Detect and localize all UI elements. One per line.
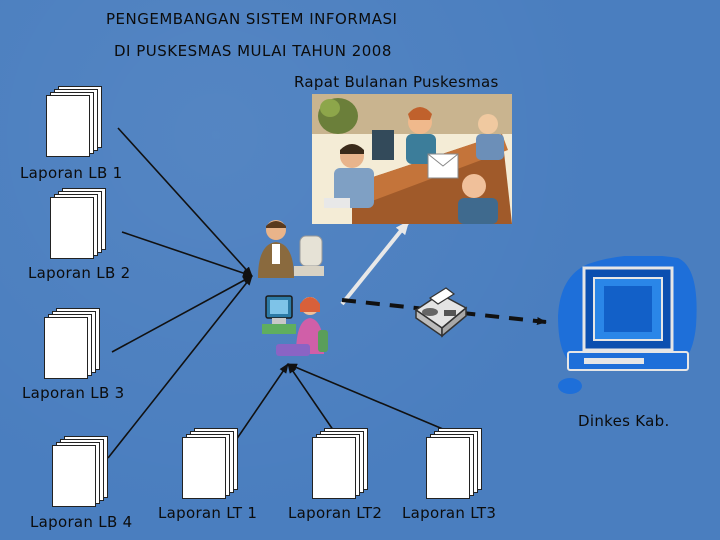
document-stack-icon — [182, 428, 240, 502]
document-stack-icon — [52, 436, 110, 510]
arrow-lt3 — [287, 363, 451, 433]
arrow-to-meeting — [340, 220, 410, 306]
document-stack-icon — [426, 428, 484, 502]
arrow-lt2 — [287, 363, 341, 441]
arrow-lb1 — [117, 127, 253, 277]
title-line-2: DI PUSKESMAS MULAI TAHUN 2008 — [114, 42, 392, 60]
computer-icon — [558, 256, 697, 394]
report-lt-1-label: Laporan LT 1 — [158, 504, 258, 522]
report-lb-2-label: Laporan LB 2 — [28, 264, 131, 282]
arrow-lb2 — [121, 231, 253, 277]
report-lt-3-label: Laporan LT3 — [402, 504, 497, 522]
fax-machine-icon — [414, 287, 468, 338]
document-stack-icon — [46, 86, 104, 160]
document-stack-icon — [50, 188, 108, 262]
destination-label: Dinkes Kab. — [578, 412, 670, 430]
report-lb-1-label: Laporan LB 1 — [20, 164, 123, 182]
report-lt-2-label: Laporan LT2 — [288, 504, 383, 522]
meeting-photo — [312, 94, 512, 224]
arrow-lt1 — [235, 363, 289, 441]
document-stack-icon — [44, 308, 102, 382]
document-stack-icon — [312, 428, 370, 502]
arrow-lb4 — [107, 275, 253, 459]
staff-man-icon — [258, 220, 324, 278]
meeting-label: Rapat Bulanan Puskesmas — [294, 73, 499, 91]
report-lb-4-label: Laporan LB 4 — [30, 513, 133, 531]
title-line-1: PENGEMBANGAN SISTEM INFORMASI — [106, 10, 398, 28]
staff-woman-computer-icon — [262, 295, 328, 356]
report-lb-3-label: Laporan LB 3 — [22, 384, 125, 402]
arrow-lb3 — [111, 275, 253, 353]
